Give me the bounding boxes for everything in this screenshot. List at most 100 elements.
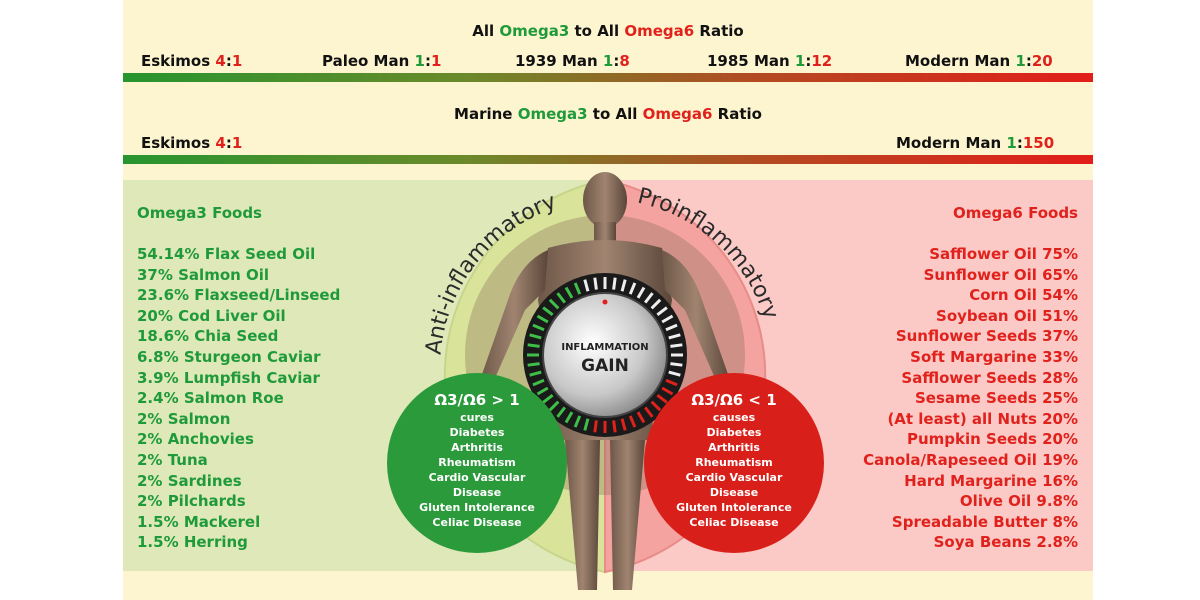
list-item: Pumpkin Seeds 20% — [907, 430, 1078, 449]
list-item: 54.14% Flax Seed Oil — [137, 245, 316, 263]
list-item: Gluten Intolerance — [676, 501, 792, 514]
list-item: 1.5% Mackerel — [137, 512, 261, 531]
list-item: Disease — [452, 486, 502, 499]
cures-text: Ω3/Ω6 > 1 cures Diabetes Arthritis Rheum… — [397, 393, 557, 530]
list-item: 2% Tuna — [137, 450, 208, 469]
list-item: Hard Margarine 16% — [904, 471, 1078, 490]
ratio-1939-man: 1939 Man 1:8 — [515, 52, 630, 70]
marine-ratio-eskimos: Eskimos 4:1 — [141, 134, 243, 152]
cures-circle — [387, 373, 567, 553]
dial-tick — [643, 406, 654, 418]
dial-tick — [620, 279, 627, 292]
list-item: 37% Salmon Oil — [137, 265, 270, 284]
list-item: 2% Pilchards — [137, 492, 246, 511]
dial-tick — [650, 400, 662, 412]
list-item: Celiac Disease — [432, 516, 522, 529]
dial-tick — [573, 415, 582, 428]
list-item: Sesame Seeds 25% — [915, 389, 1078, 408]
dial-tick — [527, 362, 540, 367]
dial-tick — [564, 411, 574, 424]
list-item: Canola/Rapeseed Oil 19% — [863, 450, 1078, 469]
dial-tick — [670, 362, 683, 367]
ratio-1985-man: 1985 Man 1:12 — [707, 52, 833, 70]
list-item: 18.6% Chia Seed — [137, 327, 279, 346]
list-item: Rheumatism — [438, 456, 516, 469]
dial-tick — [628, 415, 637, 428]
list-item: Sunflower Seeds 37% — [895, 327, 1078, 346]
list-item: 2.4% Salmon Roe — [137, 389, 284, 408]
dial-tick — [542, 393, 554, 404]
dial-tick — [529, 333, 542, 340]
list-item: 1.5% Herring — [137, 533, 248, 552]
list-item: Disease — [709, 486, 759, 499]
dial-tick — [620, 418, 627, 431]
list-item: Arthritis — [451, 441, 503, 454]
dial-tick — [536, 314, 549, 324]
list-item: Soya Beans 2.8% — [933, 533, 1078, 552]
list-item: Diabetes — [706, 426, 762, 439]
ratio-all-title: All Omega3 to All Omega6 Ratio — [472, 22, 744, 40]
dial-tick — [529, 370, 542, 377]
ratio-gradient-bar — [123, 73, 1093, 82]
dial-tick — [548, 298, 560, 310]
dial-indicator — [602, 299, 608, 305]
dial-tick — [593, 277, 598, 290]
dial-tick — [668, 370, 681, 377]
dial-tick — [643, 292, 654, 304]
ratio-modern-man: Modern Man 1:20 — [905, 52, 1053, 70]
dial-tick — [527, 343, 540, 348]
dial-tick — [532, 323, 545, 332]
dial-tick — [583, 418, 590, 431]
dial-tick — [612, 277, 617, 290]
ratio-eskimos: Eskimos 4:1 — [141, 52, 243, 70]
omega3-foods-title: Omega3 Foods — [137, 204, 262, 222]
marine-gradient-bar — [123, 155, 1093, 164]
list-item: 3.9% Lumpfish Caviar — [137, 368, 320, 387]
omega3-food-list: 54.14% Flax Seed Oil 37% Salmon Oil 23.6… — [137, 244, 340, 553]
list-item: Rheumatism — [695, 456, 773, 469]
dial-tick — [564, 286, 574, 299]
dial-tick — [661, 314, 674, 324]
dial-tick — [656, 393, 668, 404]
causes-circle — [644, 373, 824, 553]
list-item: Safflower Seeds 28% — [901, 368, 1078, 387]
list-item: Sunflower Oil 65% — [923, 265, 1078, 284]
list-item: Cardio Vascular — [428, 471, 526, 484]
dial-tick — [636, 411, 646, 424]
dial-tick — [656, 306, 668, 317]
list-item: Diabetes — [449, 426, 505, 439]
ratio-paleo-man: Paleo Man 1:1 — [322, 52, 442, 70]
list-item: Soft Margarine 33% — [910, 347, 1078, 366]
dial-tick — [668, 333, 681, 340]
dial-tick — [573, 282, 582, 295]
omega6-foods-title: Omega6 Foods — [953, 204, 1078, 222]
list-item: Cardio Vascular — [685, 471, 783, 484]
dial-tick — [628, 282, 637, 295]
dial-tick — [612, 420, 617, 433]
dial-tick — [661, 386, 674, 396]
list-item: Spreadable Butter 8% — [891, 512, 1078, 531]
dial-tick — [556, 406, 567, 418]
ratio-marine-title: Marine Omega3 to All Omega6 Ratio — [454, 105, 762, 123]
causes-text: Ω3/Ω6 < 1 causes Diabetes Arthritis Rheu… — [654, 393, 814, 530]
dial-tick — [665, 378, 678, 387]
dial-tick — [548, 400, 560, 412]
list-item: Celiac Disease — [689, 516, 779, 529]
dial-tick — [593, 420, 598, 433]
dial-label-gain: GAIN — [581, 356, 629, 376]
cures-verb: cures — [460, 411, 494, 424]
dial-tick — [665, 323, 678, 332]
dial-tick — [532, 378, 545, 387]
list-item: 2% Salmon — [137, 409, 231, 428]
list-item: (At least) all Nuts 20% — [887, 409, 1078, 428]
dial-tick — [542, 306, 554, 317]
list-item: Corn Oil 54% — [969, 286, 1078, 305]
cures-ratio-label: Ω3/Ω6 > 1 — [434, 391, 520, 409]
dial-tick — [650, 298, 662, 310]
causes-ratio-label: Ω3/Ω6 < 1 — [691, 391, 777, 409]
list-item: 6.8% Sturgeon Caviar — [137, 347, 321, 366]
list-item: Gluten Intolerance — [419, 501, 535, 514]
list-item: Arthritis — [708, 441, 760, 454]
list-item: Safflower Oil 75% — [929, 245, 1078, 263]
